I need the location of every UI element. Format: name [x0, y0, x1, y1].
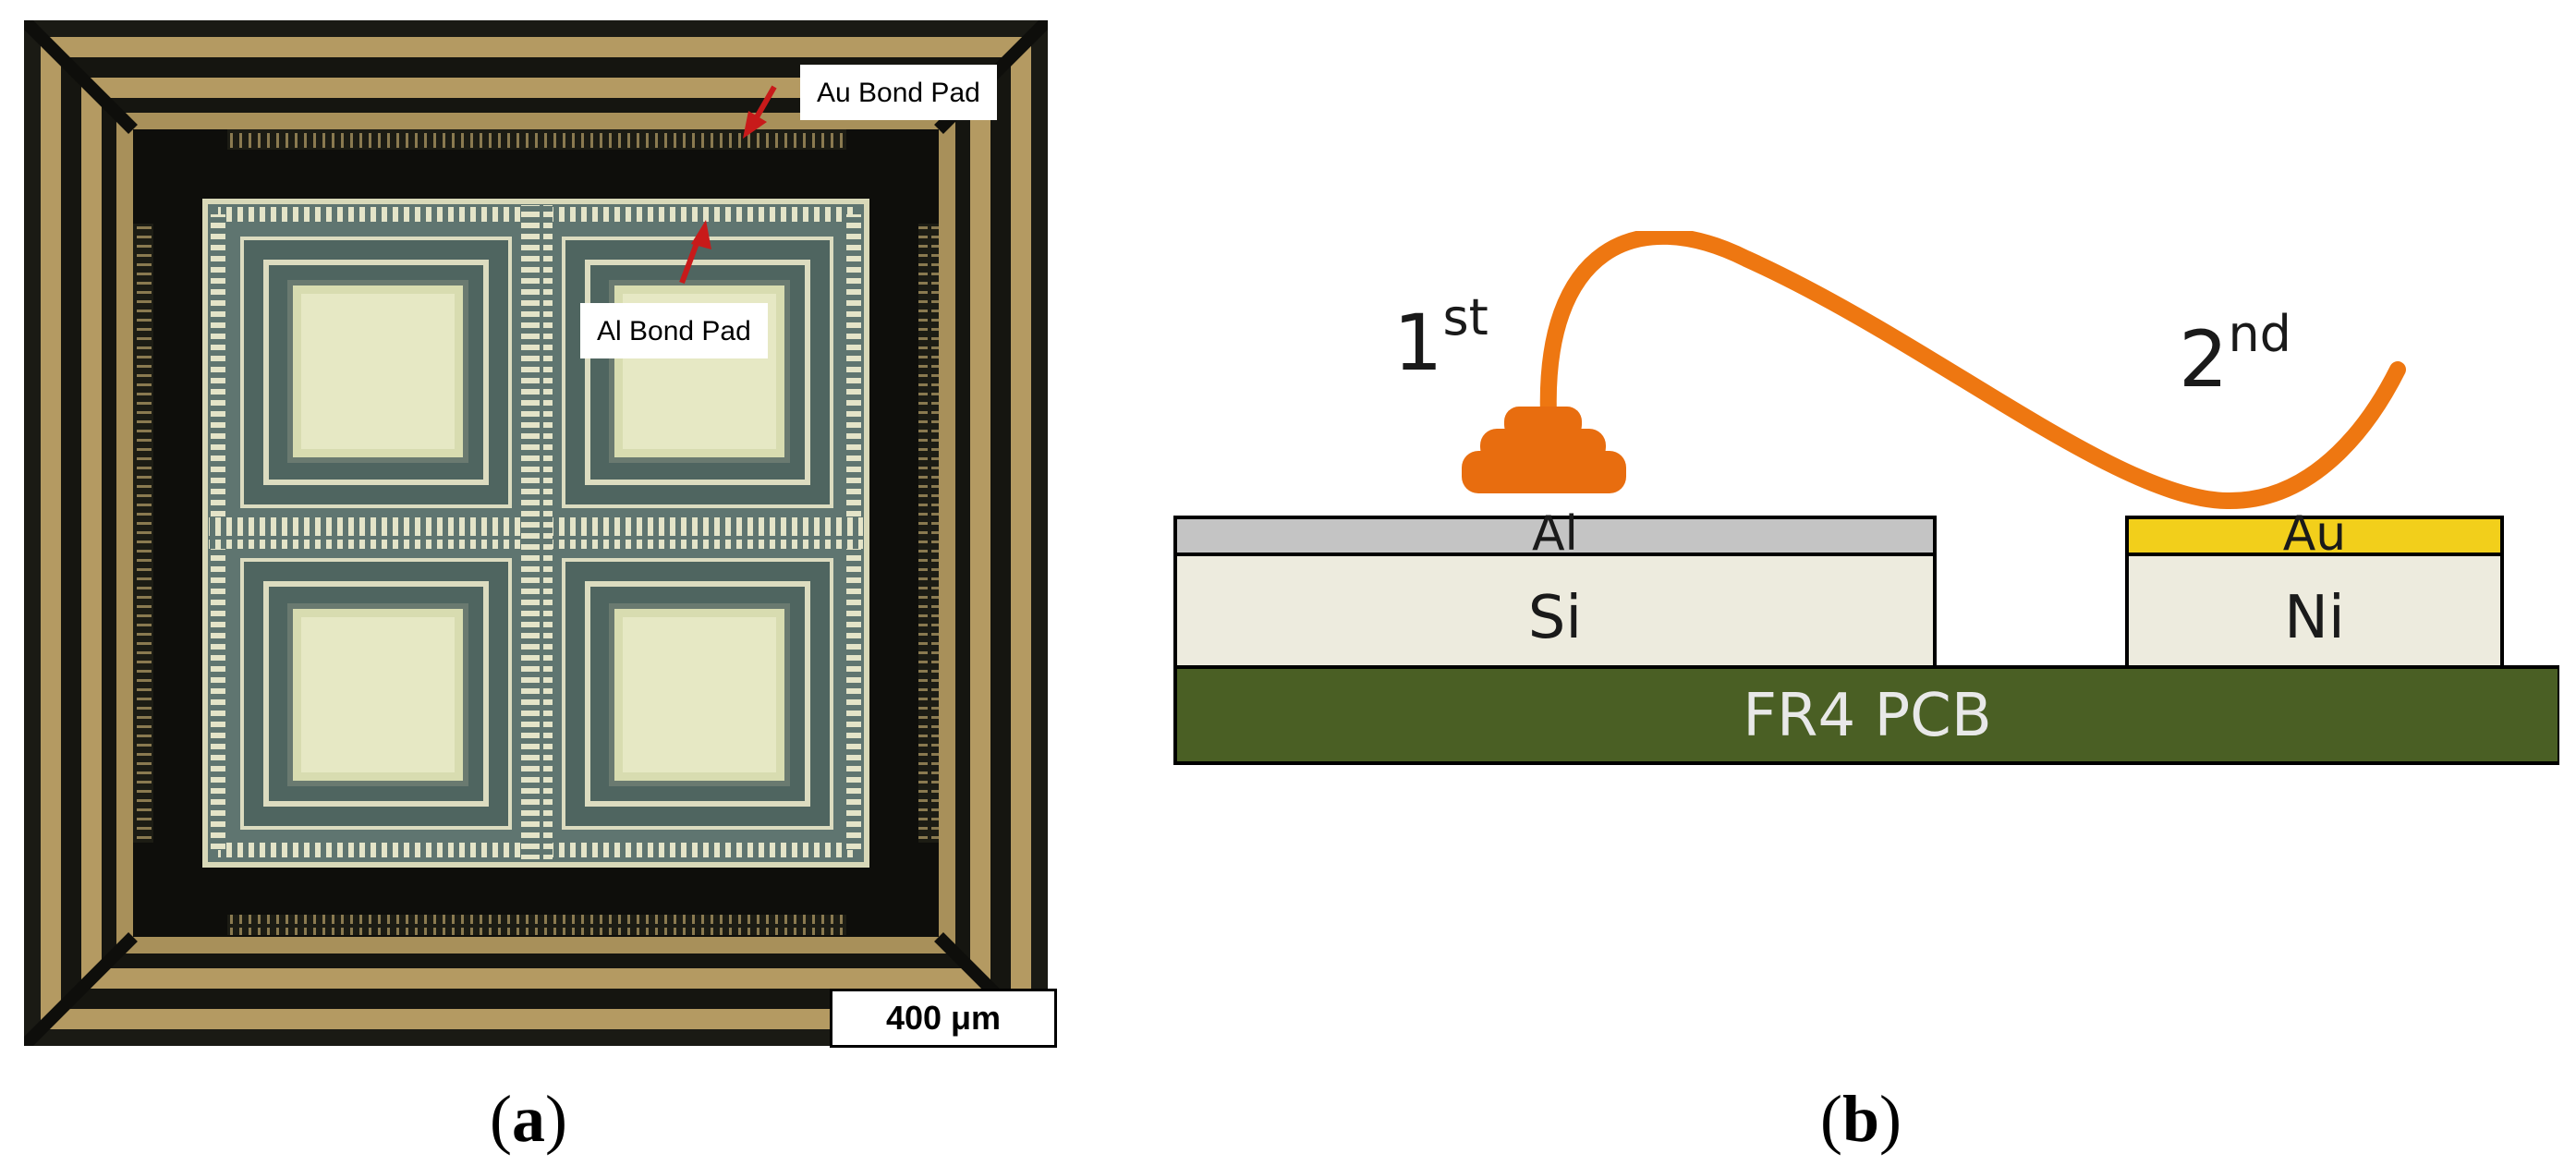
au-label: Au — [2283, 506, 2347, 562]
first-bond-label: 1st — [1393, 288, 1488, 388]
si-layer — [1173, 553, 1937, 669]
au-bond-pad-callout: Au Bond Pad — [800, 65, 997, 120]
micrograph-panel: Au Bond Pad Al Bond Pad 400 μm — [24, 20, 1057, 1048]
ball-bond — [1462, 407, 1626, 493]
caption-b: (b) — [1820, 1082, 1902, 1156]
ni-label: Ni — [2284, 584, 2345, 652]
au-layer — [2125, 516, 2504, 556]
ni-layer — [2125, 553, 2504, 669]
pcb-label: FR4 PCB — [1743, 682, 1992, 750]
second-bond-label: 2nd — [2179, 305, 2291, 405]
caption-a: (a) — [490, 1082, 567, 1156]
scale-bar-label: 400 μm — [885, 999, 1002, 1037]
caption-a-letter: a — [511, 1082, 545, 1156]
wire-bond-schematic: 1st 2nd Al Si Au Ni FR4 PCB — [1155, 231, 2559, 804]
al-layer — [1173, 516, 1937, 556]
chip-micrograph-image — [24, 20, 1048, 1046]
al-bond-pad-callout: Al Bond Pad — [580, 303, 768, 358]
scale-bar: 400 μm — [830, 989, 1057, 1048]
schematic-drawing: 1st 2nd Al Si Au Ni FR4 PCB — [1173, 231, 2559, 765]
al-label: Al — [1532, 506, 1578, 562]
caption-b-letter: b — [1841, 1082, 1880, 1156]
bond-wire — [1539, 231, 2406, 510]
si-label: Si — [1528, 584, 1582, 652]
pcb-layer — [1173, 665, 2559, 765]
